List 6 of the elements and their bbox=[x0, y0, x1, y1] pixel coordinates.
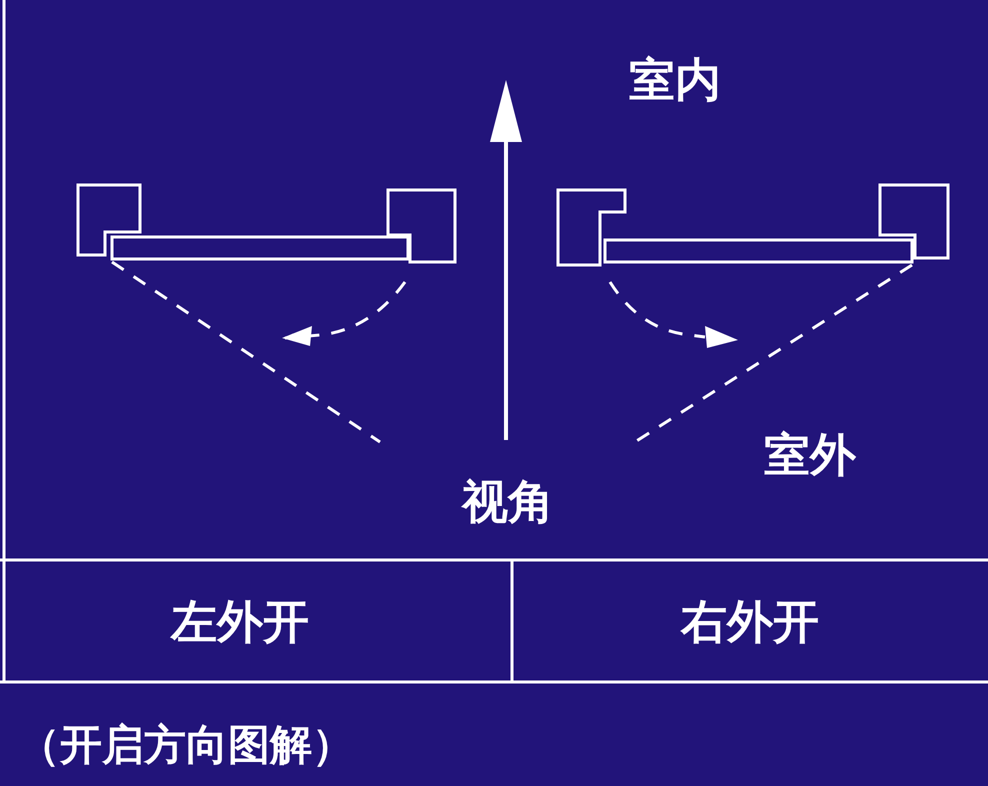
view-label: 视角 bbox=[462, 476, 554, 528]
door-type-label: 左外开 bbox=[171, 596, 309, 648]
room-label: 室内 bbox=[629, 54, 721, 106]
door-type-label: 右外开 bbox=[681, 596, 819, 648]
room-label: 室外 bbox=[764, 430, 856, 480]
caption: （开启方向图解） bbox=[18, 722, 354, 768]
